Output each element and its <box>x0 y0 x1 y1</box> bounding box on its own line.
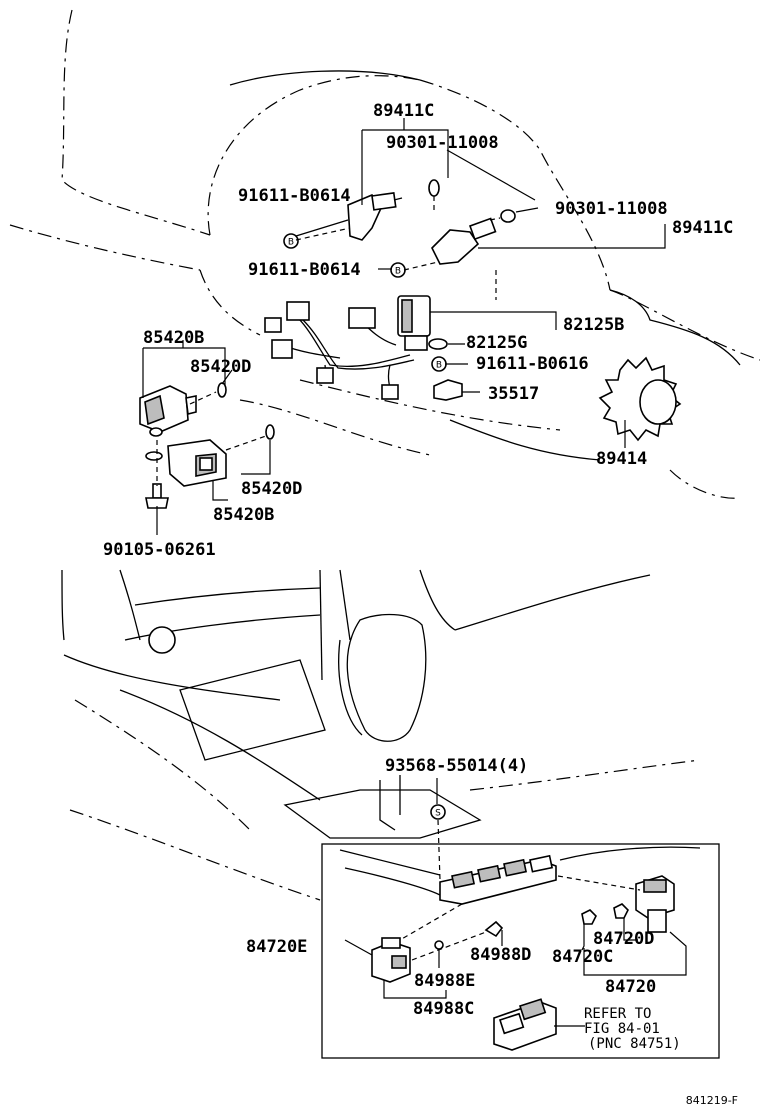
label-85420d-top: 85420D <box>190 357 251 377</box>
label-84720d: 84720D <box>593 929 654 949</box>
label-84988e: 84988E <box>414 971 475 991</box>
label-89411c-top: 89411C <box>373 101 434 121</box>
lower-console-outline <box>61 569 701 901</box>
harness-connector <box>271 339 293 359</box>
sensor-89411c-right <box>431 217 497 265</box>
label-90105-06261: 90105-06261 <box>103 540 216 560</box>
label-90301-right: 90301-11008 <box>555 199 668 219</box>
upper-body-outline <box>9 9 760 499</box>
label-35517: 35517 <box>488 384 539 404</box>
bolt-symbol-91611-b: B <box>390 262 406 278</box>
label-89411c-right: 89411C <box>672 218 733 238</box>
label-85420b-bottom: 85420B <box>213 505 274 525</box>
bolt-symbol-label: B <box>288 238 294 248</box>
shift-knob <box>346 613 427 742</box>
bracket-35517 <box>433 379 463 401</box>
screw-symbol-label: S <box>435 809 441 819</box>
detail-box <box>321 843 720 1059</box>
label-84720e: 84720E <box>246 937 307 957</box>
label-84720c: 84720C <box>552 947 613 967</box>
cap-84988d <box>484 920 504 938</box>
cap-84988e <box>434 940 444 950</box>
harness-connector <box>264 317 282 333</box>
screw-90105 <box>145 483 169 509</box>
bolt-symbol-label: B <box>395 267 401 277</box>
figure-id: 841219-F <box>686 1094 738 1107</box>
screw-symbol-93568: S <box>430 804 446 820</box>
refer-line-1: REFER TO <box>584 1006 651 1022</box>
label-84988c: 84988C <box>413 999 474 1019</box>
o-ring-90301-right <box>500 209 516 223</box>
label-90301-top: 90301-11008 <box>386 133 499 153</box>
bulb-84720d <box>613 903 629 919</box>
o-ring-85420d-bottom <box>265 424 275 440</box>
harness-connector <box>286 301 310 321</box>
label-85420d-bottom: 85420D <box>241 479 302 499</box>
label-85420b-top: 85420B <box>143 328 204 348</box>
switch-panel <box>439 854 557 905</box>
o-ring-90301-top <box>428 179 440 197</box>
label-89414: 89414 <box>596 449 647 469</box>
leader-lines <box>142 118 687 1027</box>
console-knob <box>148 626 176 654</box>
label-91611-b0614-b: 91611-B0614 <box>248 260 361 280</box>
bolt-symbol-91611-b0616: B <box>431 356 447 372</box>
wire-harness <box>264 301 415 400</box>
bulb-84720c <box>581 909 597 925</box>
assembly-lines <box>156 196 641 961</box>
label-82125g: 82125G <box>466 333 527 353</box>
switch-84720e <box>371 937 411 983</box>
connector-82125b <box>397 295 431 351</box>
switch-85420b-bottom <box>145 439 227 487</box>
label-93568-55014: 93568-55014(4) <box>385 756 528 776</box>
refer-line-2: FIG 84-01 <box>584 1021 660 1037</box>
o-ring-85420d-top <box>217 382 227 398</box>
harness-connector <box>348 307 376 329</box>
harness-connector <box>381 384 399 400</box>
switch-refer-84751 <box>493 998 557 1051</box>
label-91611-b0616: 91611-B0616 <box>476 354 589 374</box>
refer-line-3: (PNC 84751) <box>588 1036 681 1052</box>
bolt-symbol-label: B <box>436 361 442 371</box>
switch-85420b-top <box>139 385 197 437</box>
harness-connector <box>316 367 334 384</box>
switch-84720 <box>635 875 675 933</box>
seal-82125g <box>428 338 448 350</box>
label-82125b: 82125B <box>563 315 624 335</box>
sensor-89411c-top <box>347 192 403 241</box>
label-91611-b0614-a: 91611-B0614 <box>238 186 351 206</box>
gear-89414 <box>598 356 682 442</box>
part-labels: 89411C 90301-11008 91611-B0614 90301-110… <box>103 101 738 1107</box>
bolt-symbol-91611-a: B <box>283 233 299 249</box>
label-84988d: 84988D <box>470 945 531 965</box>
label-84720: 84720 <box>605 977 656 997</box>
